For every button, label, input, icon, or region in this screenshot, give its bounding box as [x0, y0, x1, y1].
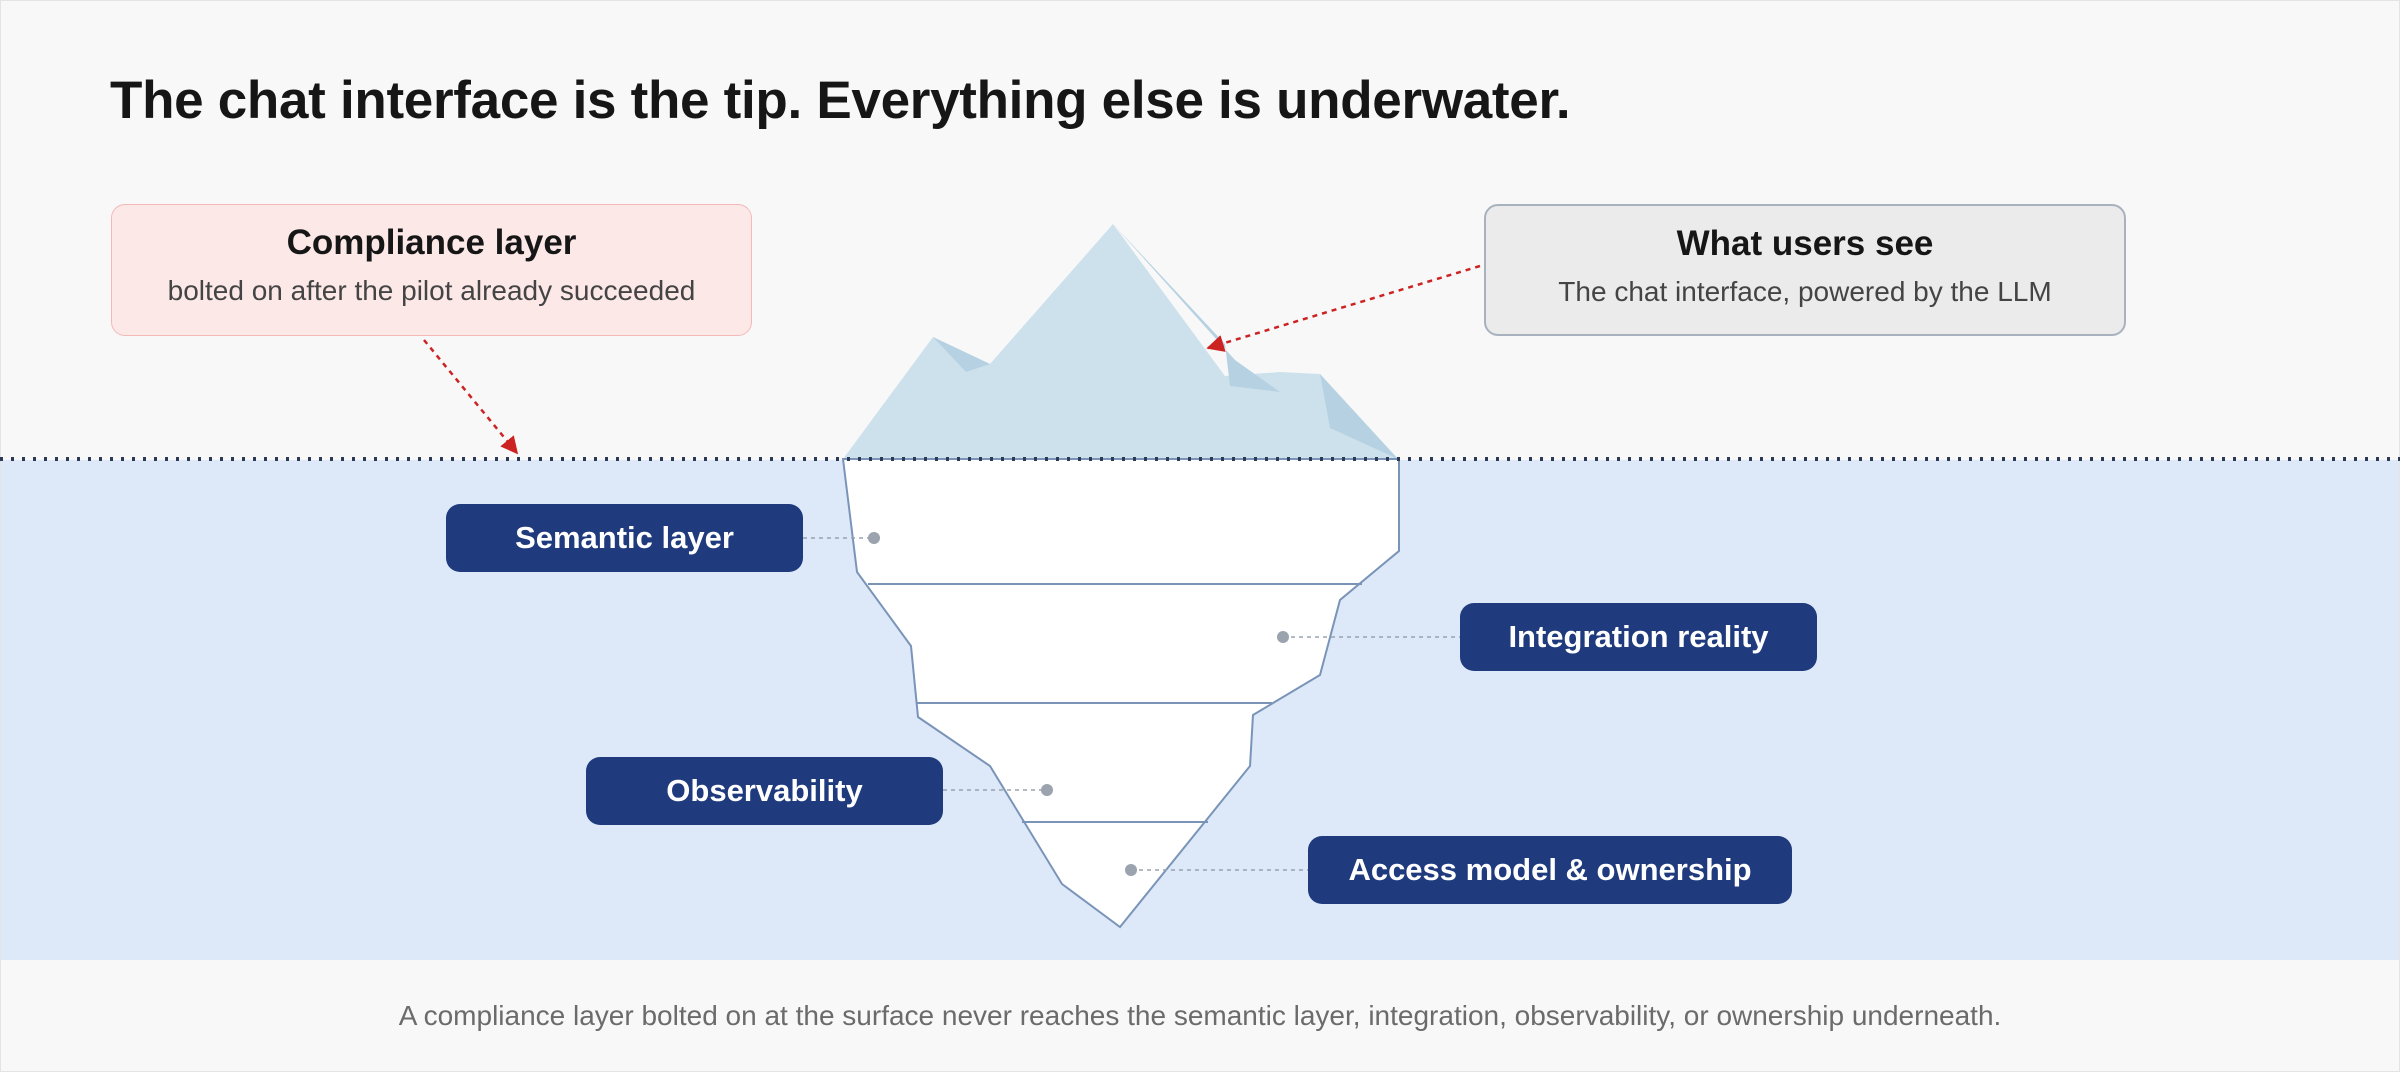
users-arrow	[1206, 264, 1481, 352]
iceberg-body	[841, 458, 1400, 929]
footer-caption: A compliance layer bolted on at the surf…	[398, 1000, 2002, 1031]
users-callout-heading: What users see	[1676, 224, 1934, 263]
semantic-layer-label: Semantic layer	[446, 504, 803, 572]
leader-dot	[1125, 864, 1137, 876]
compliance-callout-heading: Compliance layer	[286, 223, 577, 262]
users-callout-subtext: The chat interface, powered by the LLM	[1558, 276, 2052, 307]
compliance-callout: Compliance layer bolted on after the pil…	[111, 204, 752, 336]
leader-dot	[868, 532, 880, 544]
integration-reality-label: Integration reality	[1460, 603, 1817, 671]
observability-label: Observability	[586, 757, 943, 825]
compliance-arrow	[423, 339, 519, 455]
users-callout: What users see The chat interface, power…	[1484, 204, 2126, 336]
leader-dot	[1277, 631, 1289, 643]
access-model-label: Access model & ownership	[1308, 836, 1792, 904]
compliance-callout-subtext: bolted on after the pilot already succee…	[167, 275, 696, 306]
iceberg-tip-shadow	[1320, 374, 1398, 459]
leader-dot	[1041, 784, 1053, 796]
iceberg-tip-shadow	[933, 337, 990, 372]
iceberg-tip	[843, 224, 1398, 459]
page-title: The chat interface is the tip. Everythin…	[110, 71, 1571, 130]
